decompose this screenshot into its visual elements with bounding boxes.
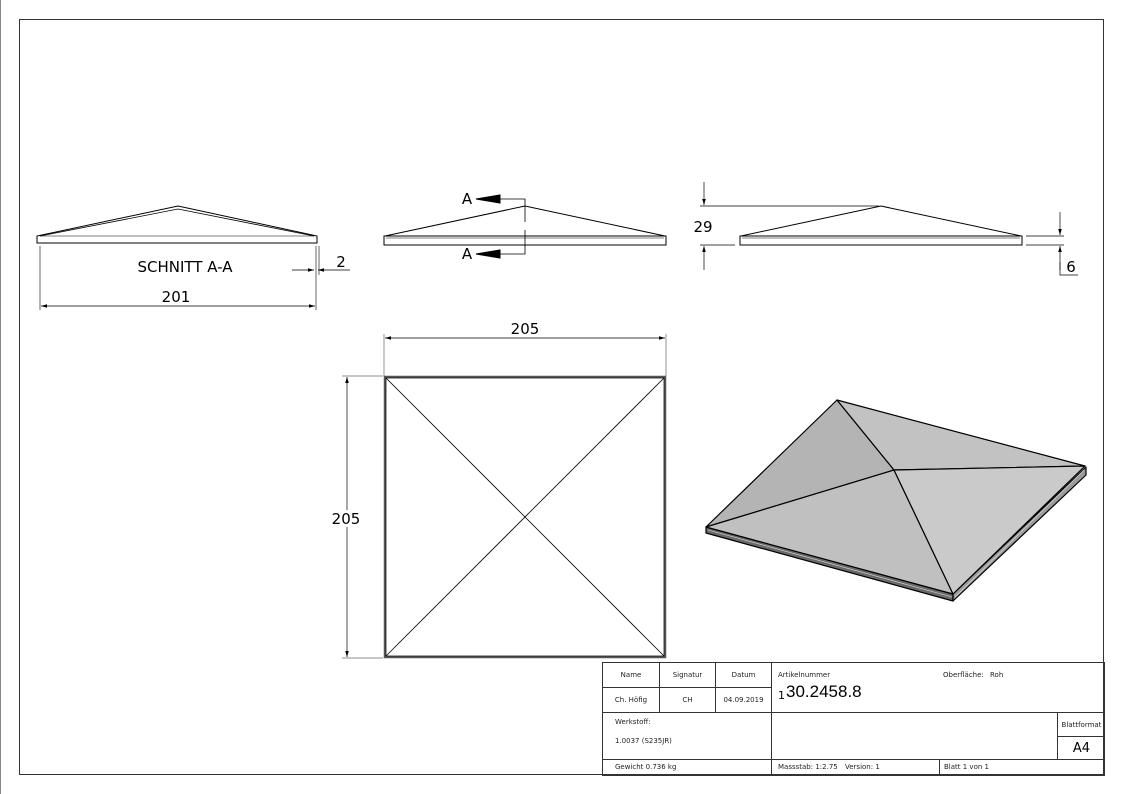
front-view [383,194,667,259]
top-dim-height: 205 [332,510,361,528]
blattformat-label: Blattformat [1061,720,1102,729]
signatur-header-cell: Signatur [660,663,716,688]
massstab-cell: Massstab: 1:2.75 Version: 1 [772,760,940,775]
blattformat-value-cell: A4 [1058,737,1105,760]
blattformat-label-cell: Blattformat [1058,713,1105,737]
oberflaeche-value: Roh [990,671,1004,679]
datum-header-cell: Datum [716,663,772,688]
blattformat-value: A4 [1072,740,1091,756]
top-dim-width: 205 [511,320,540,338]
top-view [342,334,667,659]
name-header-cell: Name [603,663,660,688]
gewicht: Gewicht 0.736 kg [615,763,677,771]
name-value: Ch. Höfig [614,696,648,704]
page-edge [0,0,1,794]
datum-value-cell: 04.09.2019 [716,688,772,713]
werkstoff-cell: Werkstoff: 1.0037 (S235JR) [603,713,772,760]
side-dim-height: 29 [693,218,712,236]
signatur-header: Signatur [672,671,703,679]
datum-value: 04.09.2019 [723,696,764,704]
signatur-value: CH [682,696,693,704]
gewicht-cell: Gewicht 0.736 kg [603,760,772,775]
datum-header: Datum [731,671,756,679]
side-view [700,182,1078,276]
oberflaeche-label: Oberfläche: [943,671,984,679]
artikel-cell: Artikelnummer 1 30.2458.8 Oberfläche: Ro… [772,663,1105,713]
blank-cell [772,713,1058,760]
version: Version: 1 [845,763,880,771]
side-dim-edge: 6 [1066,258,1076,276]
artikelnummer-prefix: 1 [778,689,785,702]
blatt: Blatt 1 von 1 [944,763,989,771]
name-header: Name [620,671,642,679]
title-block: Name Signatur Datum Ch. Höfig CH 04.09.2… [602,662,1105,776]
isometric-view [705,399,1087,602]
section-marker-bottom: A [462,245,473,263]
name-value-cell: Ch. Höfig [603,688,660,713]
section-marker-top: A [462,190,473,208]
werkstoff-value: 1.0037 (S235JR) [615,737,672,745]
section-view [36,205,350,310]
blatt-cell: Blatt 1 von 1 [940,760,1105,775]
section-dim-thickness: 2 [336,253,346,271]
drawing-frame [19,19,1104,775]
section-dim-width: 201 [162,288,191,306]
artikelnummer-label: Artikelnummer [778,671,831,679]
artikelnummer-value: 30.2458.8 [786,682,862,701]
massstab: Massstab: 1:2.75 [778,763,838,771]
signatur-value-cell: CH [660,688,716,713]
werkstoff-label: Werkstoff: [615,718,651,726]
section-label: SCHNITT A-A [137,258,233,276]
